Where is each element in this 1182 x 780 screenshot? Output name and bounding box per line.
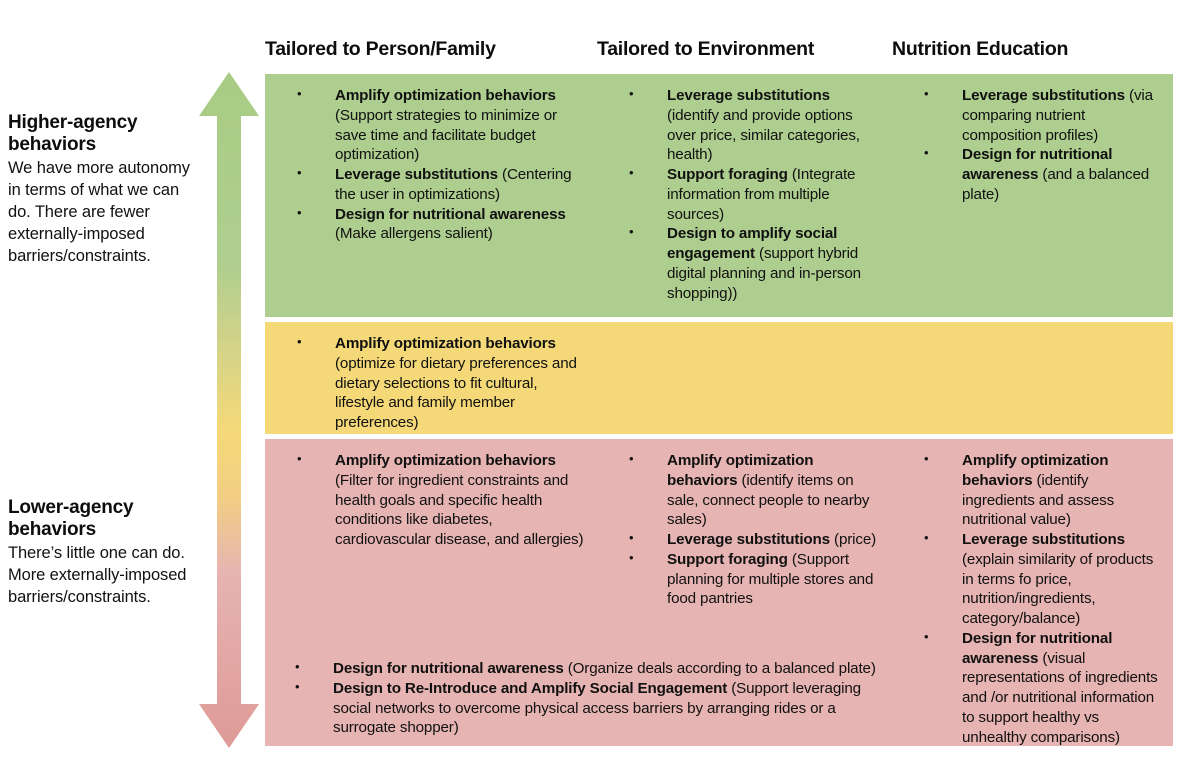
bullet-strategy-name: Support foraging [667,550,788,568]
double-headed-gradient-arrow-icon [199,72,259,748]
bullet-strategy-name: Amplify optimization behaviors [335,452,556,469]
bullet-item: Leverage substitutions (identify and pro… [607,85,884,165]
cell-lower-person-family: Amplify optimization behaviors (Filter f… [265,439,876,746]
higher-agency-body: We have more autonomy in terms of what w… [8,158,190,265]
bullet-item: Leverage substitutions (via comparing nu… [902,85,1165,145]
bullet-item: Design for nutritional awareness (Make a… [275,204,589,245]
bullet-detail: (and a balanced plate) [962,166,1150,203]
bullet-detail: (Centering the user in optimizations) [335,166,572,203]
bullet-item: Amplify optimization behaviors (Filter f… [275,450,589,550]
bullet-item: Amplify optimization behaviors (optimize… [275,333,589,433]
bullet-strategy-name: Design for nutritional awareness [333,660,564,677]
bullet-list-wide: Design for nutritional awareness (Organi… [275,658,893,738]
agency-gradient-arrow [198,72,260,748]
bullet-item: Design to Re-Introduce and Amplify Socia… [275,678,893,738]
bullet-detail: (Support leveraging social networks to o… [333,679,861,737]
bullet-detail: (optimize for dietary preferences and di… [335,354,577,431]
bullet-detail: (price) [829,531,877,548]
column-header-environment: Tailored to Environment [597,38,815,60]
band-lower-agency: Amplify optimization behaviors (Filter f… [265,439,1173,746]
bullet-strategy-name: Amplify optimization behaviors [667,452,814,489]
bullet-detail: (via comparing nutrient composition prof… [962,87,1153,144]
bullet-item: Design for nutritional awareness (and a … [902,144,1165,204]
bullet-item: Design for nutritional awareness (Organi… [275,658,893,679]
bullet-detail: (support hybrid digital planning and in-… [667,245,861,302]
column-header-row: Tailored to Person/Family Tailored to En… [265,38,1173,74]
wide-bullet-group: Design for nutritional awareness (Organi… [275,658,893,738]
band-higher-agency: Amplify optimization behaviors (Support … [265,74,1173,317]
bullet-detail: (identify and provide options over price… [667,106,860,164]
bullet-item: Leverage substitutions (explain similari… [902,529,1165,629]
bullet-item: Amplify optimization behaviors (identify… [902,450,1165,530]
bullet-strategy-name: Amplify optimization behaviors [962,452,1109,489]
bullet-strategy-name: Leverage substitutions [667,531,830,548]
bullet-item: Support foraging (Support planning for m… [607,549,884,609]
bullet-list: Amplify optimization behaviors (Support … [275,85,589,245]
column-header-person-family: Tailored to Person/Family [265,38,496,60]
bullet-strategy-name: Design for nutritional awareness [335,205,566,223]
bullet-strategy-name: Leverage substitutions [335,166,498,183]
bullet-detail: (explain similarity of products in terms… [962,550,1154,627]
bullet-strategy-name: Design to Re-Introduce and Amplify Socia… [333,679,728,697]
bullet-item: Support foraging (Integrate information … [607,164,884,224]
bullet-item: Leverage substitutions (Centering the us… [275,164,589,205]
bullet-item: Amplify optimization behaviors (identify… [607,450,884,530]
bullet-list: Amplify optimization behaviors (optimize… [275,333,589,433]
bullet-list: Leverage substitutions (via comparing nu… [902,85,1165,205]
bullet-strategy-name: Support foraging [667,166,788,183]
bullet-list: Amplify optimization behaviors (identify… [902,450,1165,748]
bullet-item: Design for nutritional awareness (visual… [902,628,1165,748]
cell-middle-environment [597,322,892,434]
bullet-detail: (Integrate information from multiple sou… [667,166,856,223]
bullet-strategy-name: Leverage substitutions [667,87,830,104]
band-middle-agency: Amplify optimization behaviors (optimize… [265,322,1173,434]
bullet-detail: (identify items on sale, connect people … [667,471,870,529]
column-header-nutrition-education: Nutrition Education [892,38,1069,60]
bullet-strategy-name: Design for nutritional awareness [962,629,1113,667]
cell-higher-nutrition-education: Leverage substitutions (via comparing nu… [892,74,1173,317]
lower-agency-title: Lower-agency behaviors [8,497,134,541]
bullet-item: Design to amplify social engagement (sup… [607,223,884,303]
cell-middle-person-family: Amplify optimization behaviors (optimize… [265,322,597,434]
cell-higher-person-family: Amplify optimization behaviors (Support … [265,74,597,317]
lower-agency-description: Lower-agency behaviors There’s little on… [8,497,204,609]
bullet-list: Amplify optimization behaviors (identify… [607,450,884,609]
cell-lower-environment: Amplify optimization behaviors (identify… [597,439,892,746]
bullet-detail: (visual representations of ingredients a… [962,649,1158,746]
bullet-strategy-name: Amplify optimization behaviors [335,87,556,104]
bullet-list: Amplify optimization behaviors (Filter f… [275,450,589,550]
cell-lower-nutrition-education: Amplify optimization behaviors (identify… [892,439,1173,746]
bullet-item: Leverage substitutions (price) [607,529,884,550]
bullet-detail: (Support planning for multiple stores an… [667,550,874,608]
matrix-table: Tailored to Person/Family Tailored to En… [265,38,1173,751]
higher-agency-description: Higher-agency behaviors We have more aut… [8,112,204,268]
bullet-strategy-name: Design for nutritional awareness [962,146,1113,183]
bullet-detail: (identify ingredients and assess nutriti… [962,471,1115,529]
bullet-detail: (Organize deals according to a balanced … [563,660,876,677]
bullet-detail: (Support strategies to minimize or save … [335,106,557,164]
bullet-detail: (Filter for ingredient constraints and h… [335,471,584,548]
cell-higher-environment: Leverage substitutions (identify and pro… [597,74,892,317]
cell-middle-nutrition-education [892,322,1173,434]
bullet-list: Leverage substitutions (identify and pro… [607,85,884,303]
bullet-strategy-name: Amplify optimization behaviors [335,335,556,352]
bullet-detail: (Make allergens salient) [335,225,493,243]
bullet-strategy-name: Leverage substitutions [962,87,1125,104]
lower-agency-body: There’s little one can do. More external… [8,543,187,606]
bullet-item: Amplify optimization behaviors (Support … [275,85,589,165]
higher-agency-title: Higher-agency behaviors [8,112,138,156]
bullet-strategy-name: Leverage substitutions [962,531,1125,548]
bullet-strategy-name: Design to amplify social engagement [667,225,838,262]
